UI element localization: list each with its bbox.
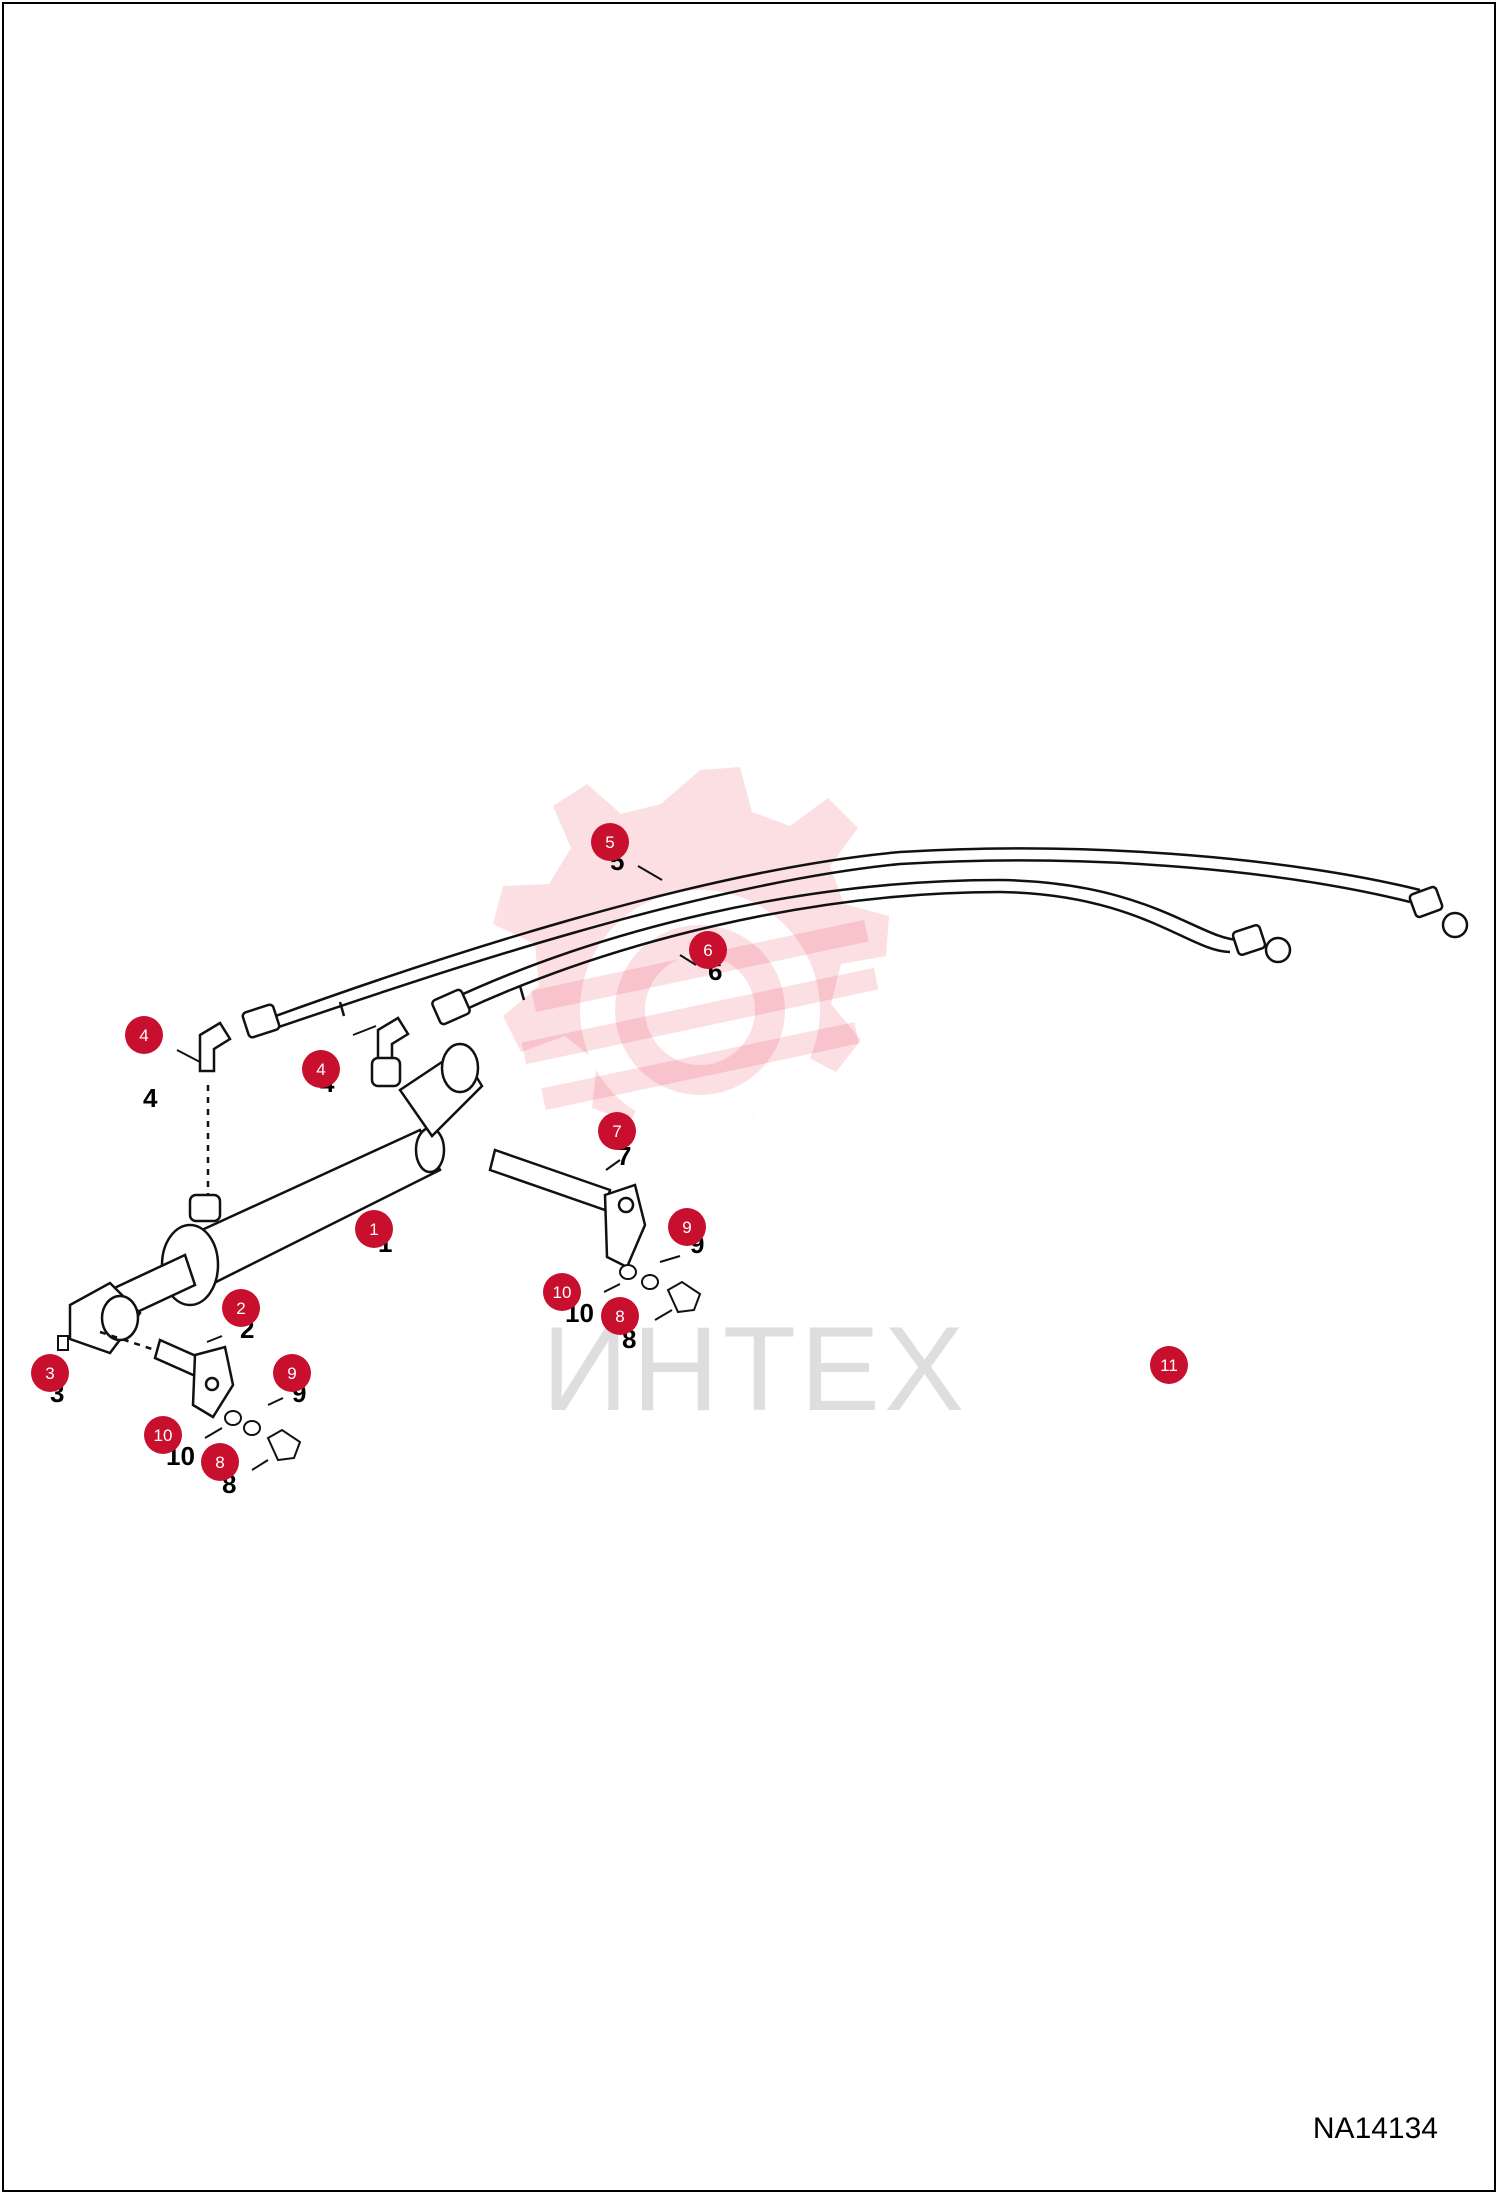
grease-fitting-3 [57, 1335, 69, 1351]
hydraulic-cylinder [68, 1042, 484, 1355]
pivot-pin-7 [488, 1148, 647, 1269]
callout-11[interactable]: 11 [1150, 1346, 1188, 1384]
callout-8a[interactable]: 8 [601, 1297, 639, 1335]
callout-1[interactable]: 1 [355, 1210, 393, 1248]
hydraulic-hoses [269, 847, 1421, 1032]
svg-text:2: 2 [236, 1299, 245, 1318]
svg-text:6: 6 [703, 941, 712, 960]
item-number-4: 4 [143, 1083, 158, 1113]
callout-4b[interactable]: 4 [302, 1050, 340, 1088]
hose-5-inner [269, 859, 1411, 1032]
hose-end-fittings [241, 885, 1469, 1039]
callout-5[interactable]: 5 [591, 823, 629, 861]
svg-text:9: 9 [287, 1364, 296, 1383]
callout-2[interactable]: 2 [222, 1289, 260, 1327]
callout-10a[interactable]: 10 [543, 1273, 581, 1311]
svg-text:10: 10 [154, 1426, 173, 1445]
svg-text:10: 10 [553, 1283, 572, 1302]
callout-3[interactable]: 3 [31, 1354, 69, 1392]
svg-text:8: 8 [215, 1453, 224, 1472]
svg-text:4: 4 [139, 1026, 148, 1045]
watermark-logo [493, 767, 889, 1130]
svg-text:8: 8 [615, 1307, 624, 1326]
svg-text:5: 5 [605, 833, 614, 852]
hose-6-inner [459, 890, 1231, 1014]
svg-text:1: 1 [369, 1220, 378, 1239]
callout-7[interactable]: 7 [598, 1112, 636, 1150]
callout-6[interactable]: 6 [689, 931, 727, 969]
cylinder-rod-boss [370, 1056, 402, 1088]
cylinder-head-boss [188, 1193, 222, 1223]
document-code: NA14134 [1312, 2112, 1438, 2145]
svg-text:9: 9 [682, 1218, 691, 1237]
hose-6-outer [449, 878, 1241, 1002]
callout-9a[interactable]: 9 [668, 1208, 706, 1246]
callouts: 1 2 3 4 4 5 6 7 8 8 9 9 10 10 11 [31, 823, 1188, 1481]
hardware-left [224, 1410, 302, 1462]
callout-8b[interactable]: 8 [201, 1443, 239, 1481]
callout-9b[interactable]: 9 [273, 1354, 311, 1392]
callout-10b[interactable]: 10 [144, 1416, 182, 1454]
hardware-right [619, 1264, 702, 1314]
elbow-fittings [198, 1016, 410, 1200]
svg-text:7: 7 [612, 1122, 621, 1141]
pivot-pin-2 [99, 1330, 235, 1419]
svg-text:3: 3 [45, 1364, 54, 1383]
callout-4a[interactable]: 4 [125, 1016, 163, 1054]
svg-text:4: 4 [316, 1060, 325, 1079]
hose-5-outer [269, 847, 1421, 1020]
svg-text:11: 11 [1160, 1356, 1178, 1375]
